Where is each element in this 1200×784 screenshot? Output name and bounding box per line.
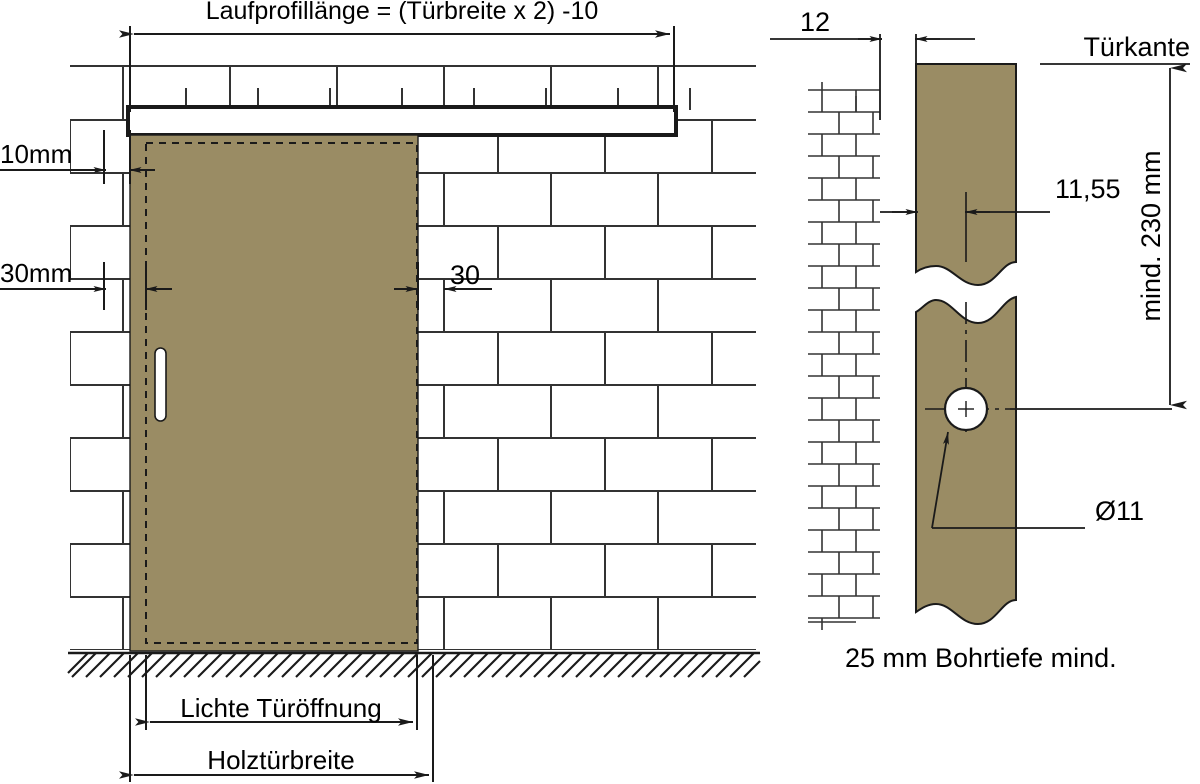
label-12: 12 [800,7,830,37]
dimension-30-right: 30 [394,260,492,310]
label-lichte-tueroeffnung: Lichte Türöffnung [180,693,381,723]
brick-wall-section [808,88,880,622]
label-holztuerbreite: Holztürbreite [207,745,354,775]
door-edge-section-lower [915,295,1017,626]
label-durchmesser-11: Ø11 [1095,496,1144,526]
dimension-holztuerbreite: Holztürbreite [119,655,434,782]
label-11-55: 11,55 [1055,174,1121,204]
label-mind-230mm: mind. 230 mm [1136,150,1166,321]
caption-bohrtiefe: 25 mm Bohrtiefe mind. [845,643,1117,673]
dimension-lichte-tueroeffnung: Lichte Türöffnung [135,655,418,730]
door-handle-slot [154,347,167,422]
label-laufprofillaenge: Laufprofillänge = (Türbreite x 2) -10 [206,0,599,25]
dimension-10mm: 10mm [0,130,155,184]
dimension-mind-230: mind. 230 mm [1010,63,1187,410]
label-tuerkante-group: Türkante [1040,32,1190,65]
running-track-profile [126,105,678,137]
wall-section-ticks [808,82,857,630]
hole-diameter-leader: Ø11 [931,431,1144,529]
label-30mm: 30mm [0,258,72,288]
label-30: 30 [450,260,480,290]
dimension-30mm-left: 30mm [0,258,172,310]
dimension-12: 12 [770,7,975,120]
label-10mm: 10mm [0,139,72,169]
label-tuerkante: Türkante [1083,32,1190,62]
hatched-floor [67,651,761,678]
drill-hole [925,386,1010,432]
dimension-11-55: 11,55 [880,174,1121,215]
door-edge-section-upper [915,63,1017,287]
wooden-sliding-door [129,134,419,652]
dimension-laufprofillaenge: Laufprofillänge = (Türbreite x 2) -10 [119,0,675,112]
